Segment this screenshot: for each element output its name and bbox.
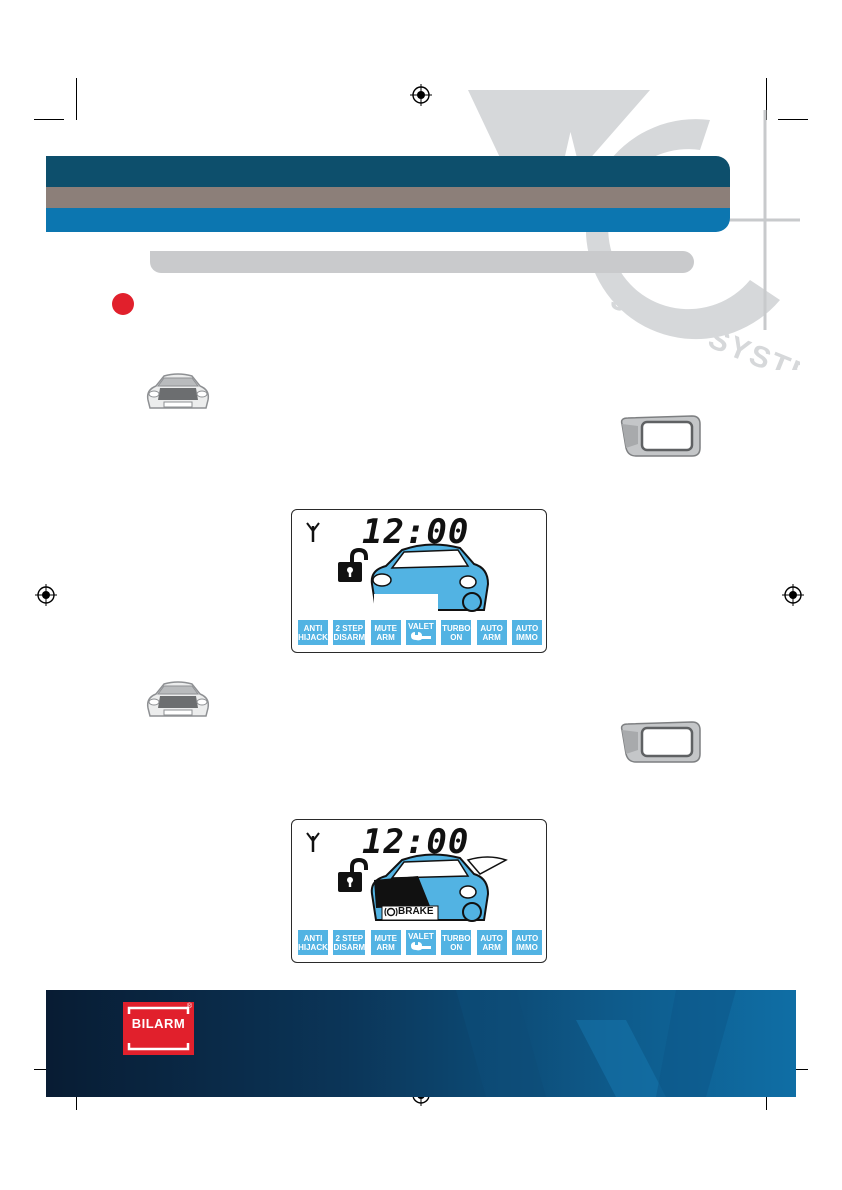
wrench-icon (410, 632, 431, 641)
unlocked-padlock-icon (338, 548, 368, 582)
crop-mark (76, 78, 77, 120)
wrench-icon (410, 942, 431, 951)
indicator-auto-arm: AUTO ARM (476, 620, 507, 645)
header-band-blue (46, 208, 730, 232)
logo-registered-mark: ® (186, 1003, 192, 1010)
indicator-valet-label: VALET (408, 622, 434, 631)
antenna-icon (306, 832, 320, 852)
crop-mark (34, 119, 64, 120)
logo-frame (127, 1006, 190, 1051)
indicator-auto-arm: AUTO ARM (476, 930, 507, 955)
indicator-turbo-on: TURBO ON (441, 930, 472, 955)
brake-warning-icon (384, 907, 398, 917)
footer-pattern (456, 990, 736, 1097)
bilarm-logo: BILARM ® (123, 1002, 194, 1055)
antenna-icon (306, 522, 320, 542)
crop-mark (766, 78, 767, 120)
car-icon (146, 373, 210, 409)
indicator-anti-hijack: ANTI HIJACK (298, 620, 328, 645)
lcd-display-disarmed: 12:00 ANTI HIJACK 2 STEP DISARM MUTE ARM… (291, 509, 547, 653)
registration-mark-icon (410, 84, 432, 106)
bullet-dot (112, 293, 134, 315)
key-fob-icon (620, 415, 701, 457)
indicator-anti-hijack: ANTI HIJACK (298, 930, 328, 955)
indicator-mute-arm: MUTE ARM (370, 620, 401, 645)
registration-mark-icon (782, 584, 804, 606)
indicator-valet-label: VALET (408, 932, 434, 941)
brake-indicator-label: BRAKE (398, 906, 434, 917)
key-fob-icon (620, 721, 701, 763)
indicator-2-step-disarm: 2 STEP DISARM (333, 930, 366, 955)
indicator-auto-immo: AUTO IMMO (511, 930, 542, 955)
indicator-auto-immo: AUTO IMMO (511, 620, 542, 645)
car-icon (146, 681, 210, 717)
lcd-display-brake: 12:00 BRAKE ANTI HIJACK 2 STEP DISARM MU… (291, 819, 547, 963)
section-heading-bar (150, 251, 694, 273)
header-band-grey (46, 187, 730, 208)
car-display-trunk-open-icon (370, 853, 508, 922)
indicator-2-step-disarm: 2 STEP DISARM (333, 620, 366, 645)
indicator-valet: VALET (405, 620, 436, 645)
registration-mark-icon (35, 584, 57, 606)
indicator-valet: VALET (405, 930, 436, 955)
lcd-indicator-row: ANTI HIJACK 2 STEP DISARM MUTE ARM VALET… (298, 620, 542, 645)
header-band-dark (46, 156, 730, 187)
logo-text: BILARM (131, 1016, 186, 1031)
lcd-indicator-row: ANTI HIJACK 2 STEP DISARM MUTE ARM VALET… (298, 930, 542, 955)
indicator-turbo-on: TURBO ON (441, 620, 472, 645)
indicator-mute-arm: MUTE ARM (370, 930, 401, 955)
crop-mark (778, 119, 808, 120)
car-display-icon (370, 543, 490, 614)
unlocked-padlock-icon (338, 858, 368, 892)
